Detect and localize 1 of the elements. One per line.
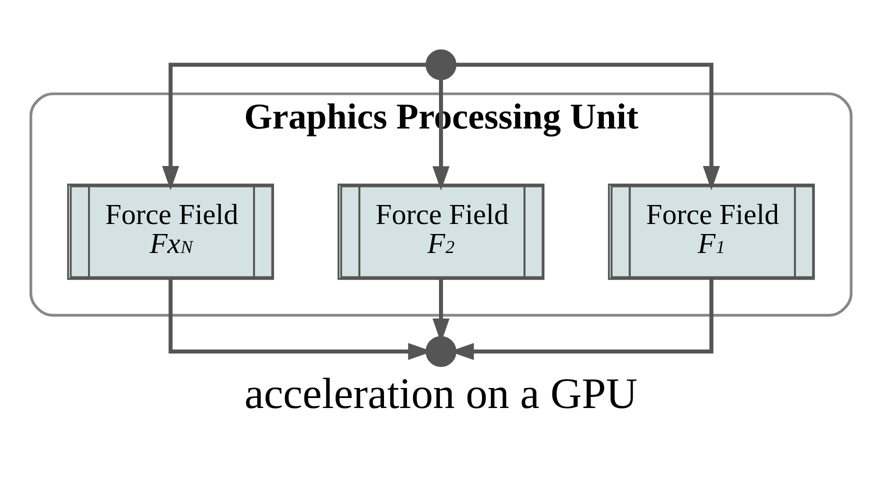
caption: acceleration on a GPU: [244, 370, 638, 418]
